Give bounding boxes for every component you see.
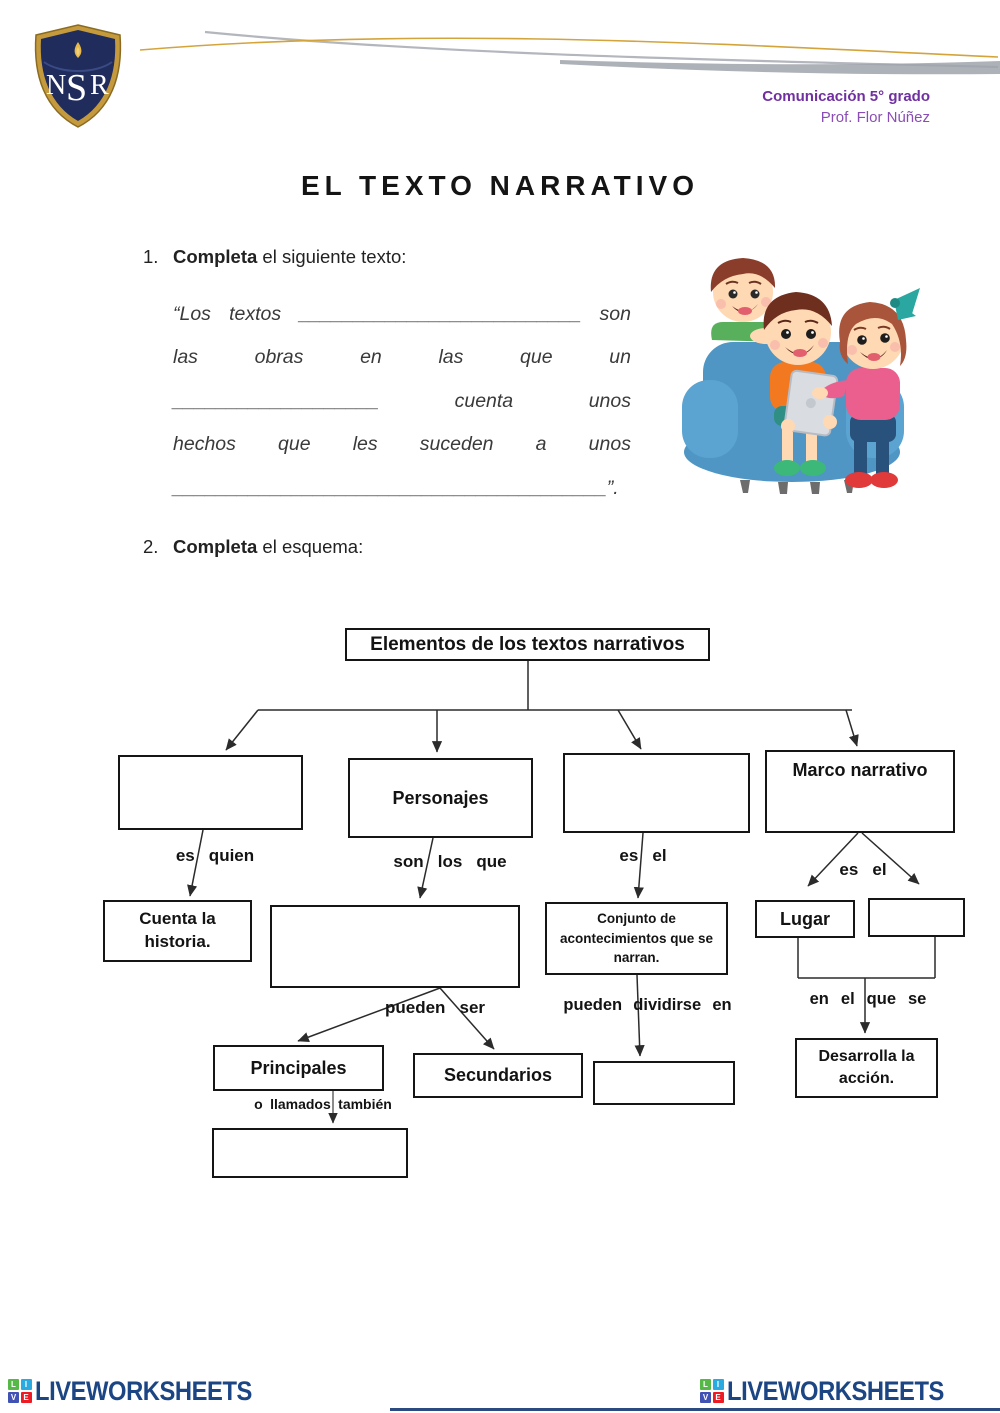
exercise2-instruction-rest: el esquema: xyxy=(257,536,364,557)
header-course-info: Comunicación 5° grado Prof. Flor Núñez xyxy=(762,86,930,128)
protagonistas-answer-box[interactable] xyxy=(212,1128,408,1178)
narrator-answer-box[interactable] xyxy=(118,755,303,830)
blank-field[interactable]: __________________________ xyxy=(299,302,582,325)
exercise2-instruction: 2. Completa el esquema: xyxy=(143,536,363,558)
svg-text:S: S xyxy=(66,67,87,109)
label-en-el-que-se: en el que se xyxy=(809,990,927,1008)
exercise1-instruction-rest: el siguiente texto: xyxy=(257,246,407,267)
label-es-el-2: es el xyxy=(839,860,887,879)
label-es-el-1: es el xyxy=(619,846,667,865)
label-pueden-dividirse: pueden dividirse en xyxy=(563,996,732,1014)
accion-answer-box[interactable] xyxy=(563,753,750,833)
diagram-root-box: Elementos de los textos narrativos xyxy=(345,628,710,661)
secundarios-box: Secundarios xyxy=(413,1053,583,1098)
label-pueden-ser: pueden ser xyxy=(384,998,486,1017)
lugar-box: Lugar xyxy=(755,900,855,938)
teacher-name: Prof. Flor Núñez xyxy=(820,109,930,126)
text-line: ___________________ cuenta unos xyxy=(173,389,631,412)
text-line: ________________________________________… xyxy=(173,456,631,500)
course-name: Comunicación 5° grado xyxy=(762,88,930,105)
tipos-personajes-answer-box[interactable] xyxy=(270,905,520,988)
svg-text:R: R xyxy=(90,70,109,101)
blank-field[interactable]: ________________________________________… xyxy=(173,476,619,499)
blank-field[interactable]: ___________________ xyxy=(173,389,380,412)
exercise1-text: “Los textos __________________________ s… xyxy=(173,282,631,500)
liveworksheets-logo-left[interactable]: L I V E LIVEWORKSHEETS xyxy=(8,1376,281,1406)
exercise2-number: 2. xyxy=(143,536,159,557)
personajes-box: Personajes xyxy=(348,758,533,838)
shield-letters: N xyxy=(46,70,66,101)
exercise1-verb: Completa xyxy=(173,246,258,267)
liveworksheets-wordmark: LIVEWORKSHEETS xyxy=(34,1375,252,1406)
liveworksheets-logo-icon: L I V E xyxy=(8,1379,32,1403)
cuenta-historia-box: Cuenta la historia. xyxy=(103,900,252,962)
conjunto-box: Conjunto de acontecimientos que se narra… xyxy=(545,902,728,975)
label-son-los-que: son los que xyxy=(393,852,507,871)
desarrolla-accion-box: Desarrolla la acción. xyxy=(795,1038,938,1098)
girl-right xyxy=(812,288,920,488)
children-illustration xyxy=(682,258,920,494)
liveworksheets-logo-icon: L I V E xyxy=(700,1379,724,1403)
kid-middle xyxy=(763,292,839,476)
text-line: las obras en las que un xyxy=(173,346,631,368)
marco-narrativo-box: Marco narrativo xyxy=(765,750,955,833)
school-shield-logo: N S R xyxy=(34,24,122,128)
header-swoosh-decoration xyxy=(139,30,1000,75)
exercise1-number: 1. xyxy=(143,246,159,267)
label-o-llamados-tambien: o llamados también xyxy=(254,1096,392,1112)
tiempo-answer-box[interactable] xyxy=(868,898,965,937)
exercise1-instruction: 1. Completa el siguiente texto: xyxy=(143,246,406,268)
exercise2-verb: Completa xyxy=(173,536,258,557)
page-title: EL TEXTO NARRATIVO xyxy=(300,170,700,201)
principales-box: Principales xyxy=(213,1045,384,1091)
bottom-edge-line xyxy=(390,1408,1000,1411)
partes-answer-box[interactable] xyxy=(593,1061,735,1105)
text-line: hechos que les suceden a unos xyxy=(173,433,631,455)
liveworksheets-logo-right[interactable]: L I V E LIVEWORKSHEETS xyxy=(700,1376,973,1406)
liveworksheets-wordmark: LIVEWORKSHEETS xyxy=(726,1375,944,1406)
label-es-quien: es quien xyxy=(175,846,255,865)
text-line: “Los textos __________________________ s… xyxy=(173,302,631,325)
